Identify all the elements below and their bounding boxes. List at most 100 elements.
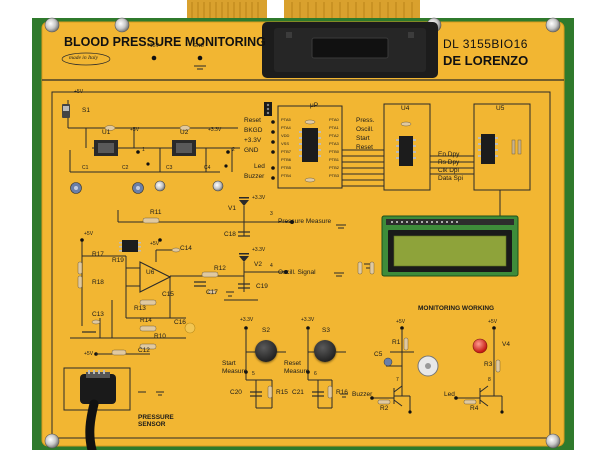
u5-label: U5 [496, 105, 505, 112]
monitoring-plus5-b: +5V [488, 319, 498, 325]
micro-pin-reset: Reset [244, 117, 261, 124]
monitoring-pin8: 8 [488, 377, 491, 383]
micro-code-r7: PTB3 [329, 173, 340, 178]
buzzer-label: Buzzer [352, 391, 373, 398]
u1-label: U1 [102, 129, 111, 136]
c1-label: C1 [82, 165, 89, 171]
u2-label: U2 [180, 129, 189, 136]
micro-pin-led: Led [254, 163, 265, 170]
monitor-traces [372, 330, 503, 412]
switch-s1-label: S1 [82, 107, 90, 114]
r17-label: R17 [92, 251, 104, 258]
status-led [472, 338, 488, 354]
u4-pin-clk-dpi: Clk Dpi [438, 167, 459, 174]
monitoring-plus5-a: +5V [396, 319, 406, 325]
micro-code-r5: PTB1 [329, 157, 340, 162]
r15-label: R15 [276, 389, 288, 396]
lcd-display [381, 215, 519, 277]
micro-code-r4: PTB0 [329, 149, 340, 154]
monitoring-title: MONITORING WORKING [418, 305, 495, 312]
c3-label: C3 [166, 165, 173, 171]
c18-label: C18 [224, 231, 236, 238]
brand-name: DE LORENZO [443, 53, 529, 68]
micro-pin-start: Start [356, 135, 370, 142]
micro-label: μP [310, 102, 319, 109]
c17-label: C17 [206, 289, 218, 296]
v1-label: V1 [228, 205, 236, 212]
analog-plus5-b: +5V [150, 241, 160, 247]
micro-pin-plus33: +3.3V [244, 137, 262, 144]
v4-label: V4 [502, 341, 510, 348]
r2-label: R2 [380, 405, 389, 412]
micro-code-r1: PTA1 [329, 125, 339, 130]
c4-label: C4 [204, 165, 211, 171]
controls-plus33-s2: +3.3V [240, 317, 254, 323]
u4-pin-rs-dpy: Rs Dpy [438, 159, 460, 166]
r16-label: R16 [336, 389, 348, 396]
analog-plus5-c: +5V [84, 351, 94, 357]
opamp-u6 [139, 261, 172, 293]
made-in-label: made in Italy [69, 55, 99, 61]
micro-code-r0: PTA0 [329, 117, 339, 122]
supply-capacitors [70, 180, 224, 194]
micro-code-r2: PTA2 [329, 133, 339, 138]
panel-title: BLOOD PRESSURE MONITORING [64, 35, 266, 49]
r4-label: R4 [470, 405, 479, 412]
c2-label: C2 [122, 165, 129, 171]
micro-pin-reset-r: Reset [356, 144, 373, 151]
supply-plus33: +3.3V [208, 127, 222, 133]
c16-label: C16 [174, 319, 186, 326]
monitoring-pin7: 7 [396, 377, 399, 383]
r3-label: R3 [484, 361, 493, 368]
supply-plus5: +5V [130, 127, 140, 133]
edge-connector-left [187, 0, 267, 22]
c21-label: C21 [292, 389, 304, 396]
c13-label: C13 [92, 311, 104, 318]
micro-code-l3: VSS [281, 141, 290, 146]
r11-label: R11 [150, 209, 162, 216]
u4-label: U4 [401, 105, 410, 112]
micro-code-r6: PTB2 [329, 165, 340, 170]
micro-code-l6: PTB5 [281, 165, 292, 170]
u4-block [383, 103, 431, 191]
c14-label: C14 [180, 245, 192, 252]
micro-code-r3: PTA3 [329, 141, 339, 146]
analog-pin4: 4 [270, 263, 273, 269]
micro-pin-oscill: Oscill. [356, 126, 374, 133]
micro-code-l1: PTA4 [281, 125, 291, 130]
micro-block [277, 105, 343, 189]
analog-plus5-a: +5V [84, 231, 94, 237]
supply-plus5-top: +5V [74, 89, 84, 95]
connector-block [262, 22, 438, 78]
micro-pin-buzzer: Buzzer [244, 173, 265, 180]
reset-measure-button[interactable] [314, 340, 336, 362]
micro-code-l5: PTB6 [281, 157, 292, 162]
s3-label: S3 [322, 327, 330, 334]
r1-label: R1 [392, 339, 401, 346]
c19-label: C19 [256, 283, 268, 290]
r18-label: R18 [92, 279, 104, 286]
s2-label: S2 [262, 327, 270, 334]
start-measure-label: Start Measure [222, 360, 248, 375]
oscill-signal-label: Oscill. Signal [278, 269, 316, 276]
power-switch-s1[interactable] [61, 103, 71, 119]
analog-plus33-b: +3.3V [252, 247, 266, 253]
micro-pin-press: Press. [356, 117, 375, 124]
r14-label: R14 [140, 317, 152, 324]
led-label: Led [444, 391, 455, 398]
r13-label: R13 [134, 305, 146, 312]
analog-plus33-a: +3.3V [252, 195, 266, 201]
controls-plus33-s3: +3.3V [301, 317, 315, 323]
analog-pin3: 3 [270, 211, 273, 217]
controls-pin5: 5 [252, 371, 255, 377]
micro-code-l7: PTB4 [281, 173, 292, 178]
u5-block [473, 103, 531, 191]
start-measure-button[interactable] [255, 340, 277, 362]
micro-pin-gnd: GND [244, 147, 259, 154]
top-gnd-label: GND [193, 43, 205, 49]
c15-label: C15 [162, 291, 174, 298]
u4-pin-en-dpy: En Dpy [438, 151, 460, 158]
c12-label: C12 [138, 347, 150, 354]
